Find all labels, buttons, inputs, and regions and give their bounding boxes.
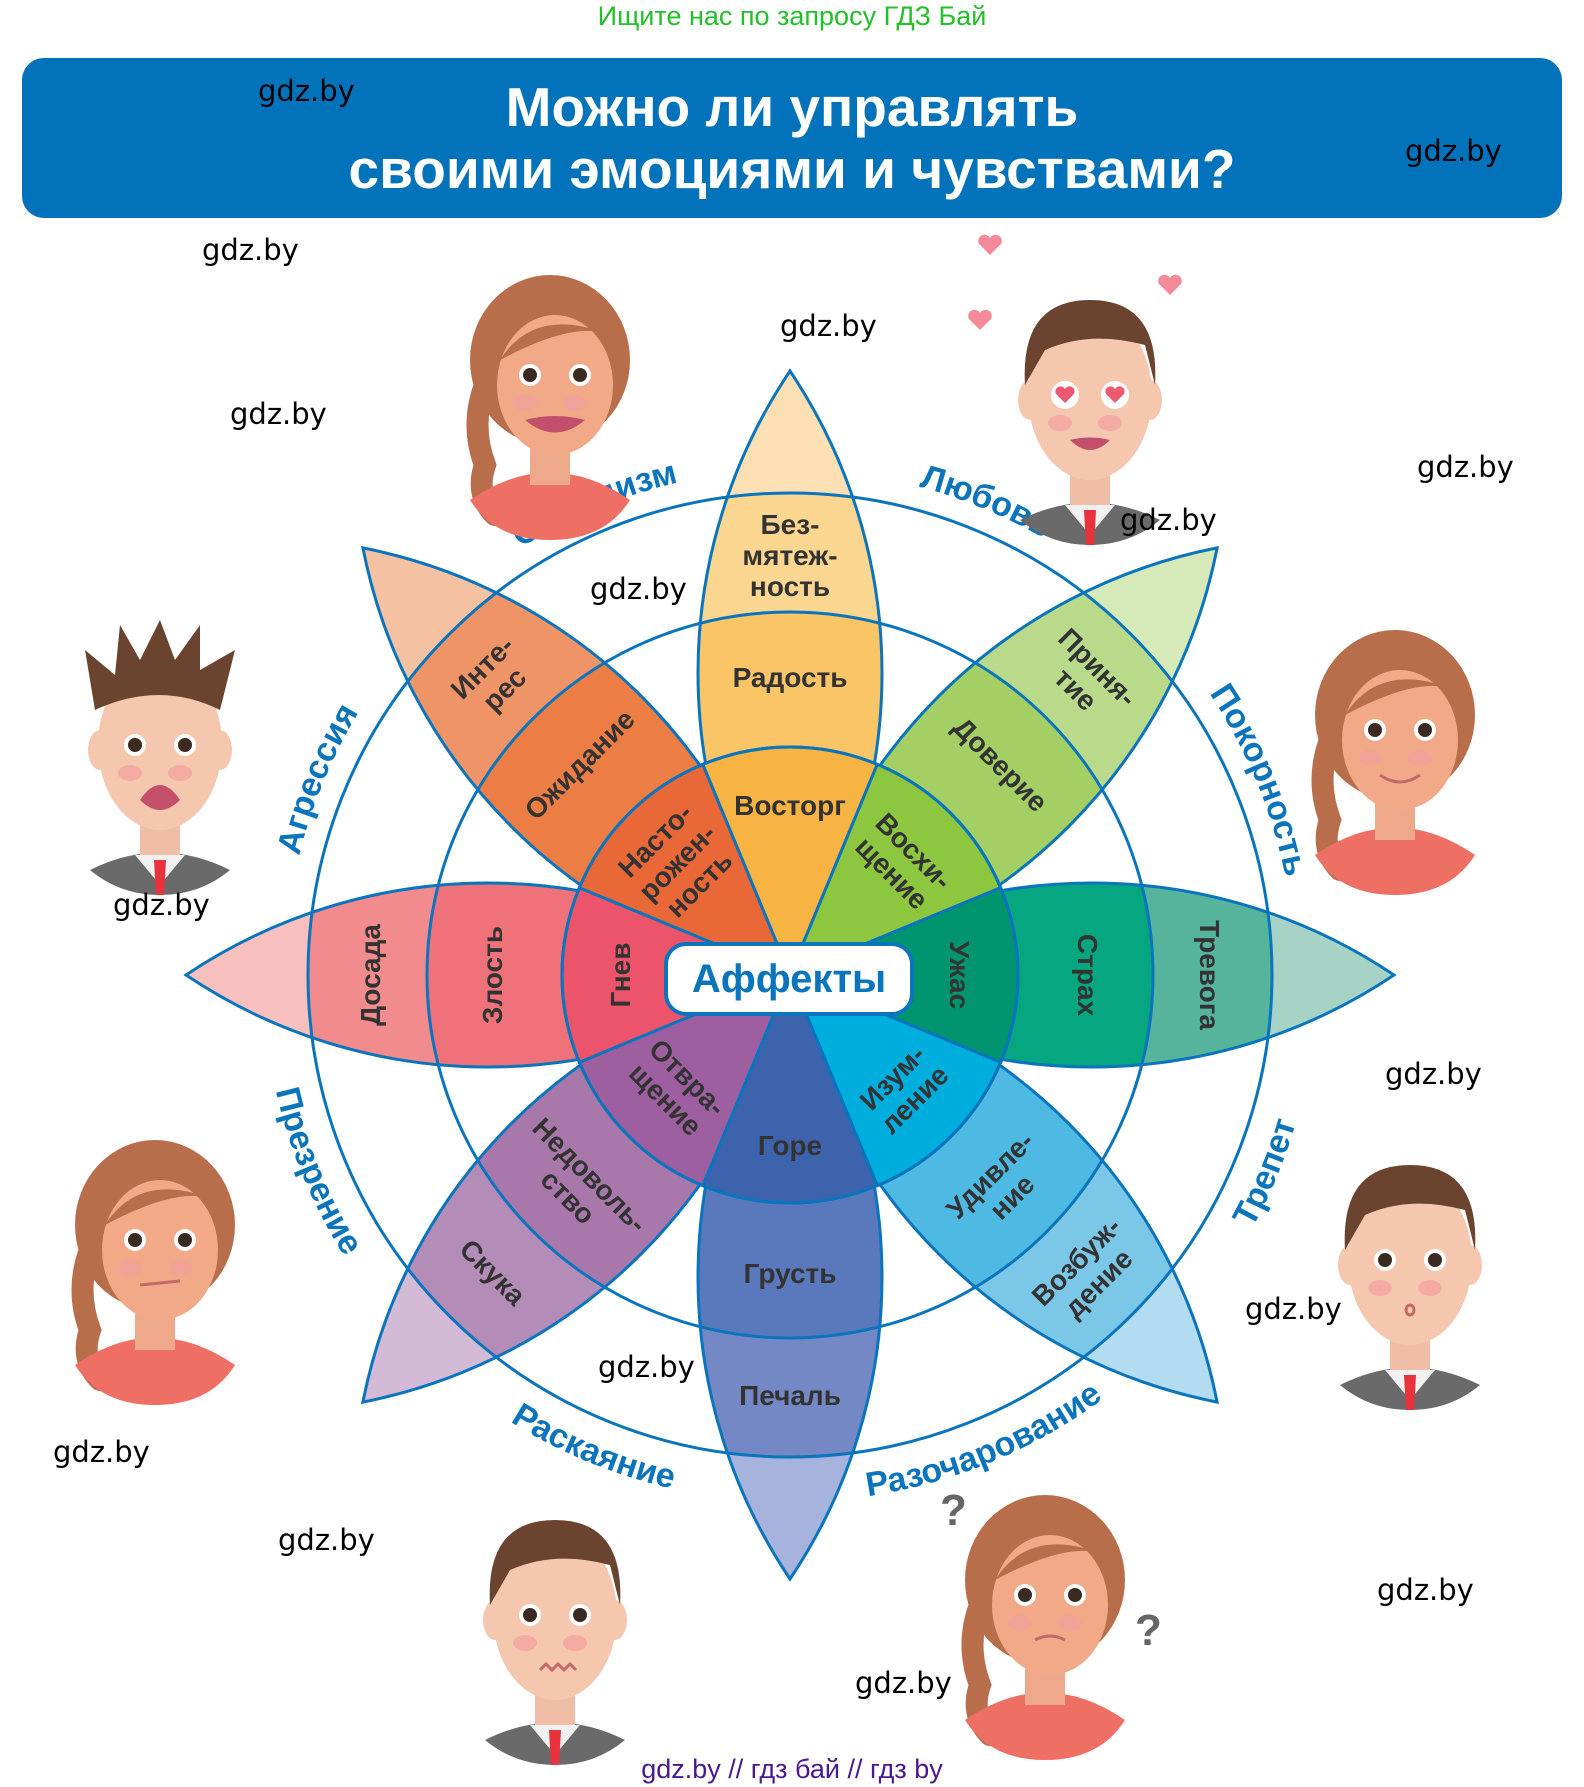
optimism-woman-face-icon xyxy=(466,275,630,540)
footer-links: gdz.by // гдз бай // гдз by xyxy=(641,1754,943,1784)
dyad-label: Любовь xyxy=(917,458,1059,546)
contempt-woman-face-icon xyxy=(71,1140,235,1405)
watermark-text: gdz.by xyxy=(780,309,877,343)
dyad-label: Покорность xyxy=(1203,677,1315,879)
emotion-label: Досада xyxy=(355,924,386,1026)
watermark-text: gdz.by xyxy=(1417,450,1514,484)
faces-layer: ?? xyxy=(71,234,1482,1765)
title-line-2: своими эмоциями и чувствами? xyxy=(348,138,1236,200)
emotion-label: Страх xyxy=(1072,934,1103,1017)
ring-3 xyxy=(306,491,1274,1459)
emotion-label: Радость xyxy=(733,662,848,693)
page-title: Можно ли управлять своими эмоциями и чув… xyxy=(22,76,1562,200)
dyad-label: Раскаяние xyxy=(506,1396,679,1497)
search-hint: Ищите нас по запросу ГДЗ Бай xyxy=(597,1,987,31)
awe-man-face-icon xyxy=(1338,1165,1482,1410)
affects-center-label: Аффекты xyxy=(664,942,914,1016)
watermark-text: gdz.by xyxy=(258,74,355,108)
title-banner: Можно ли управлять своими эмоциями и чув… xyxy=(22,58,1562,218)
watermark-text: gdz.by xyxy=(1405,134,1502,168)
watermark-text: gdz.by xyxy=(278,1523,375,1557)
emotion-label: Злость xyxy=(477,926,508,1024)
dyad-label: Трепет xyxy=(1226,1114,1304,1233)
watermark-text: gdz.by xyxy=(855,1666,952,1700)
watermark-text: gdz.by xyxy=(1377,1573,1474,1607)
title-line-1: Можно ли управлять xyxy=(505,76,1079,138)
remorse-man-face-icon xyxy=(483,1520,627,1765)
submission-woman-face-icon xyxy=(1311,630,1475,895)
ring-1 xyxy=(560,745,1020,1205)
emotion-label: Восторг xyxy=(734,790,846,821)
watermark-text: gdz.by xyxy=(202,233,299,267)
watermark-text: gdz.by xyxy=(230,397,327,431)
watermark-text: gdz.by xyxy=(113,888,210,922)
svg-text:?: ? xyxy=(940,1486,967,1535)
watermark-text: gdz.by xyxy=(1120,503,1217,537)
emotion-label: Ужас xyxy=(944,941,975,1009)
watermark-text: gdz.by xyxy=(598,1350,695,1384)
love-man-face-icon xyxy=(968,234,1182,545)
ring-2 xyxy=(425,610,1155,1340)
svg-text:?: ? xyxy=(1135,1606,1162,1655)
watermark-text: gdz.by xyxy=(1245,1292,1342,1326)
emotion-label: Грусть xyxy=(744,1258,837,1289)
watermark-text: gdz.by xyxy=(53,1435,150,1469)
aggression-man-face-icon xyxy=(85,620,235,895)
watermark-text: gdz.by xyxy=(1385,1057,1482,1091)
watermark-text: gdz.by xyxy=(590,572,687,606)
emotion-label: Печаль xyxy=(739,1380,841,1411)
rings-layer xyxy=(306,491,1274,1459)
dyad-label: Разочарование xyxy=(863,1374,1108,1504)
emotion-label: Гнев xyxy=(605,943,636,1008)
emotion-label: Тревога xyxy=(1194,920,1225,1030)
emotion-label: Горе xyxy=(758,1130,822,1161)
disappointment-woman-face-icon: ?? xyxy=(940,1486,1162,1760)
dyad-label: Презрение xyxy=(268,1083,370,1261)
emotion-label: Без-мятеж-ность xyxy=(742,509,837,602)
